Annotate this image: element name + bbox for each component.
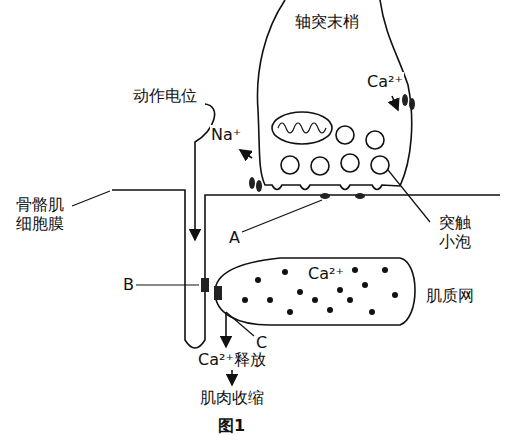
text-label: 突触小泡 bbox=[436, 213, 473, 251]
text-label: 轴突末梢 bbox=[294, 12, 360, 31]
text-label: 图1 bbox=[217, 416, 246, 435]
text-label: Na⁺ bbox=[210, 125, 242, 144]
text-label: 骨骼肌细胞膜 bbox=[13, 195, 68, 233]
text-label: 动作电位 bbox=[132, 86, 198, 105]
text-label: 肌质网 bbox=[425, 286, 475, 305]
text-label: 肌肉收缩 bbox=[199, 388, 265, 407]
text-label: B bbox=[122, 275, 135, 294]
text-label: A bbox=[228, 228, 241, 247]
text-label: Ca²⁺ bbox=[366, 72, 404, 91]
text-label: Ca²⁺释放 bbox=[197, 350, 267, 369]
text-label: Ca²⁺ bbox=[307, 264, 345, 283]
